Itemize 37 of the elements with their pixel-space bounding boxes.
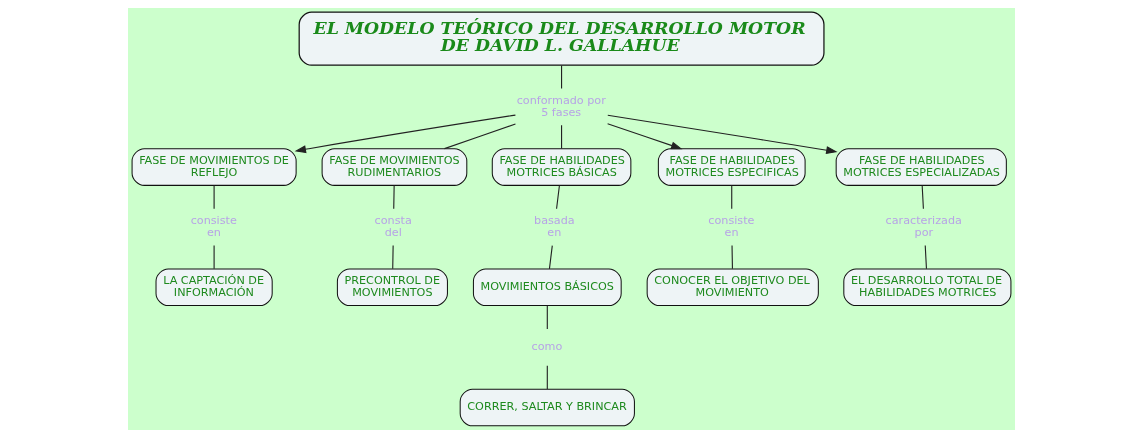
node-box: EL DESARROLLO TOTAL DE HABILIDADES MOTRICES [843, 268, 1012, 307]
arrow [294, 114, 516, 154]
connector [561, 64, 563, 89]
arrow [607, 114, 838, 155]
connector [921, 184, 924, 210]
node-box: CORRER, SALTAR Y BRINCAR [459, 388, 635, 427]
node-text: consiste en [190, 213, 237, 240]
node-box: MOVIMIENTOS BÁSICOS [472, 268, 622, 307]
node-box: CONOCER EL OBJETIVO DEL MOVIMIENTO [646, 268, 819, 307]
node-box: FASE DE HABILIDADES MOTRICES BÁSICAS [491, 148, 632, 186]
node-text: como [531, 340, 563, 354]
connector [548, 245, 553, 270]
connector [556, 184, 560, 210]
node-text: conformado por 5 fases [516, 93, 606, 119]
connector [924, 245, 927, 270]
node-box: PRECONTROL DE MOVIMIENTOS [336, 268, 448, 307]
node-text: caracterizada por [885, 213, 962, 240]
node-text: consta del [374, 213, 412, 240]
connector [213, 184, 215, 210]
connector [393, 184, 395, 210]
node-text: basada en [534, 213, 575, 240]
node-box: FASE DE MOVIMIENTOS DE REFLEJO [131, 148, 297, 186]
connector [546, 365, 548, 390]
node-box: FASE DE HABILIDADES MOTRICES ESPECIALIZADAS [835, 148, 1007, 186]
connector [731, 245, 733, 270]
node-box: FASE DE MOVIMIENTOS RUDIMENTARIOS [321, 148, 468, 186]
connector [561, 124, 563, 150]
node-box: LA CAPTACIÓN DE INFORMACIÓN [155, 268, 273, 307]
connector [443, 123, 516, 150]
node-box: EL MODELO TEÓRICO DEL DESARROLLO MOTOR DE DAVID L. GALLAHUE [298, 11, 825, 66]
node-box: FASE DE HABILIDADES MOTRICES ESPECIFICAS [657, 148, 806, 186]
connector [731, 184, 733, 210]
connector [546, 305, 548, 330]
node-text: consiste en [708, 213, 755, 240]
connector [213, 245, 215, 270]
arrow [607, 123, 683, 150]
connector [392, 245, 394, 270]
